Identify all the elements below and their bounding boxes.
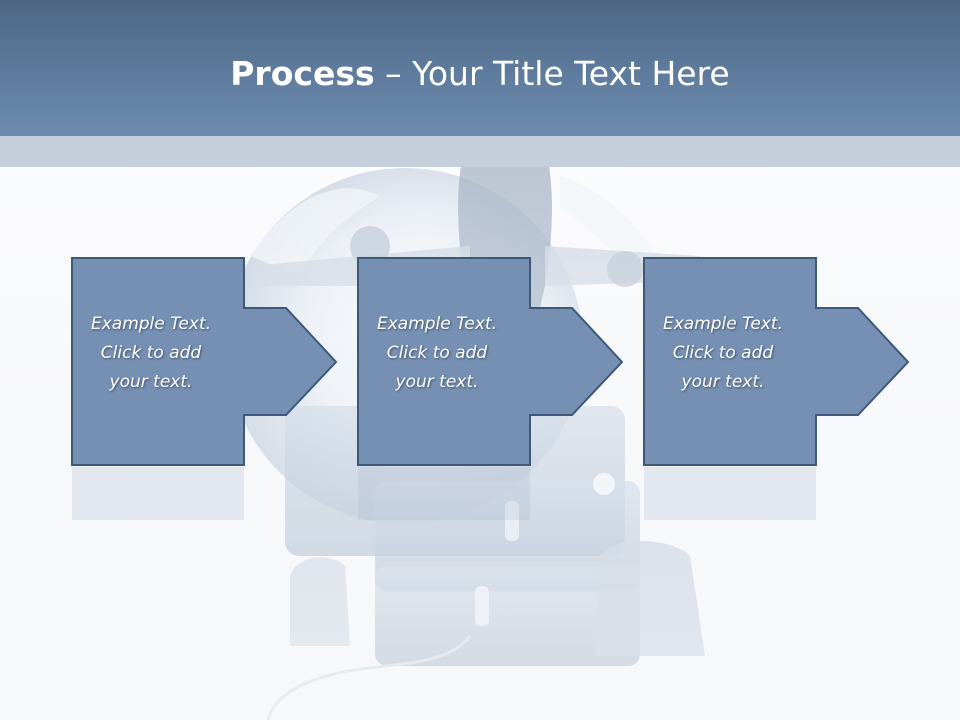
step-text-2[interactable]: Example Text. Click to add your text. (358, 310, 516, 397)
arrow-shape-1 (71, 257, 338, 520)
process-step-3[interactable]: Example Text. Click to add your text. (636, 250, 926, 520)
step-text-line: Example Text. (376, 314, 498, 334)
step-text-line: Click to add (672, 343, 774, 363)
arrow-shape-2 (357, 257, 624, 520)
step-text-line: your text. (681, 372, 765, 392)
step-text-line: your text. (395, 372, 479, 392)
slide-title[interactable]: Process – Your Title Text Here (0, 52, 960, 96)
process-step-2[interactable]: Example Text. Click to add your text. (350, 250, 640, 520)
slide-title-rest: – Your Title Text Here (374, 54, 730, 93)
step-text-line: Click to add (386, 343, 488, 363)
step-text-line: your text. (109, 372, 193, 392)
title-band (0, 0, 960, 136)
step-text-1[interactable]: Example Text. Click to add your text. (72, 310, 230, 397)
step-text-3[interactable]: Example Text. Click to add your text. (644, 310, 802, 397)
step-text-line: Example Text. (662, 314, 784, 334)
step-text-line: Click to add (100, 343, 202, 363)
step-text-line: Example Text. (90, 314, 212, 334)
arrow-shape-3 (643, 257, 910, 520)
slide-title-bold: Process (230, 54, 375, 93)
title-accent-strip (0, 136, 960, 167)
process-step-1[interactable]: Example Text. Click to add your text. (64, 250, 354, 520)
